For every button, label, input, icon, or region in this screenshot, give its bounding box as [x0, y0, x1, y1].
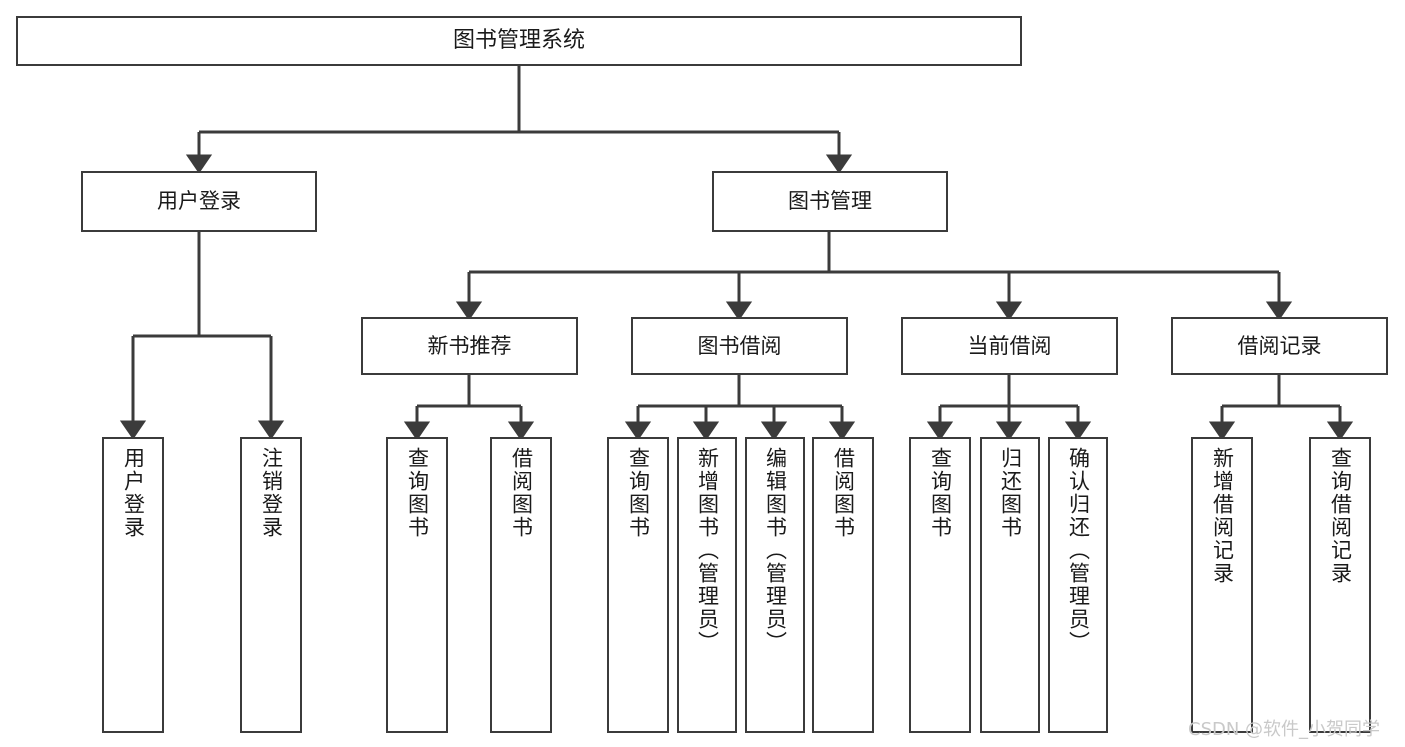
leaf-user-login-signin[interactable]: 用户登录 [102, 437, 164, 733]
node-book-borrow-label: 图书借阅 [697, 333, 782, 358]
node-book-management-label: 图书管理 [788, 189, 872, 214]
node-borrow-record[interactable]: 借阅记录 [1171, 317, 1388, 375]
leaf-user-login-signin-label: 用户登录 [121, 447, 146, 539]
leaf-current-confirm-return[interactable]: 确认归还（管理员） [1048, 437, 1108, 733]
leaf-recommend-query-book[interactable]: 查询图书 [386, 437, 448, 733]
node-borrow-record-label: 借阅记录 [1237, 333, 1322, 358]
leaf-current-query-book-label: 查询图书 [928, 447, 953, 539]
leaf-record-add-record-label: 新增借阅记录 [1210, 447, 1235, 585]
leaf-current-return-book-label: 归还图书 [998, 447, 1023, 539]
leaf-borrow-add-book[interactable]: 新增图书（管理员） [677, 437, 737, 733]
node-new-book-recommend[interactable]: 新书推荐 [361, 317, 578, 375]
node-current-borrow-label: 当前借阅 [967, 333, 1052, 358]
node-book-borrow[interactable]: 图书借阅 [631, 317, 848, 375]
node-current-borrow[interactable]: 当前借阅 [901, 317, 1118, 375]
node-user-login-label: 用户登录 [157, 189, 241, 214]
leaf-user-login-signout-label: 注销登录 [259, 447, 284, 539]
leaf-user-login-signout[interactable]: 注销登录 [240, 437, 302, 733]
leaf-record-add-record[interactable]: 新增借阅记录 [1191, 437, 1253, 733]
node-new-book-recommend-label: 新书推荐 [427, 333, 512, 358]
node-user-login[interactable]: 用户登录 [81, 171, 317, 232]
leaf-borrow-edit-book-label: 编辑图书（管理员） [763, 447, 788, 654]
leaf-borrow-edit-book[interactable]: 编辑图书（管理员） [745, 437, 805, 733]
leaf-borrow-borrow-book-label: 借阅图书 [831, 447, 856, 539]
node-book-management[interactable]: 图书管理 [712, 171, 948, 232]
leaf-recommend-borrow-book[interactable]: 借阅图书 [490, 437, 552, 733]
leaf-current-confirm-return-label: 确认归还（管理员） [1066, 447, 1091, 654]
leaf-current-return-book[interactable]: 归还图书 [980, 437, 1040, 733]
leaf-borrow-borrow-book[interactable]: 借阅图书 [812, 437, 874, 733]
leaf-record-query-record-label: 查询借阅记录 [1328, 447, 1353, 585]
leaf-record-query-record[interactable]: 查询借阅记录 [1309, 437, 1371, 733]
leaf-borrow-query-book[interactable]: 查询图书 [607, 437, 669, 733]
node-root[interactable]: 图书管理系统 [16, 16, 1022, 66]
leaf-borrow-query-book-label: 查询图书 [626, 447, 651, 539]
node-root-label: 图书管理系统 [452, 28, 585, 54]
watermark: CSDN @软件_小贺同学 [1188, 719, 1381, 740]
leaf-borrow-add-book-label: 新增图书（管理员） [695, 447, 720, 654]
leaf-current-query-book[interactable]: 查询图书 [909, 437, 971, 733]
leaf-recommend-borrow-book-label: 借阅图书 [509, 447, 534, 539]
leaf-recommend-query-book-label: 查询图书 [405, 447, 430, 539]
